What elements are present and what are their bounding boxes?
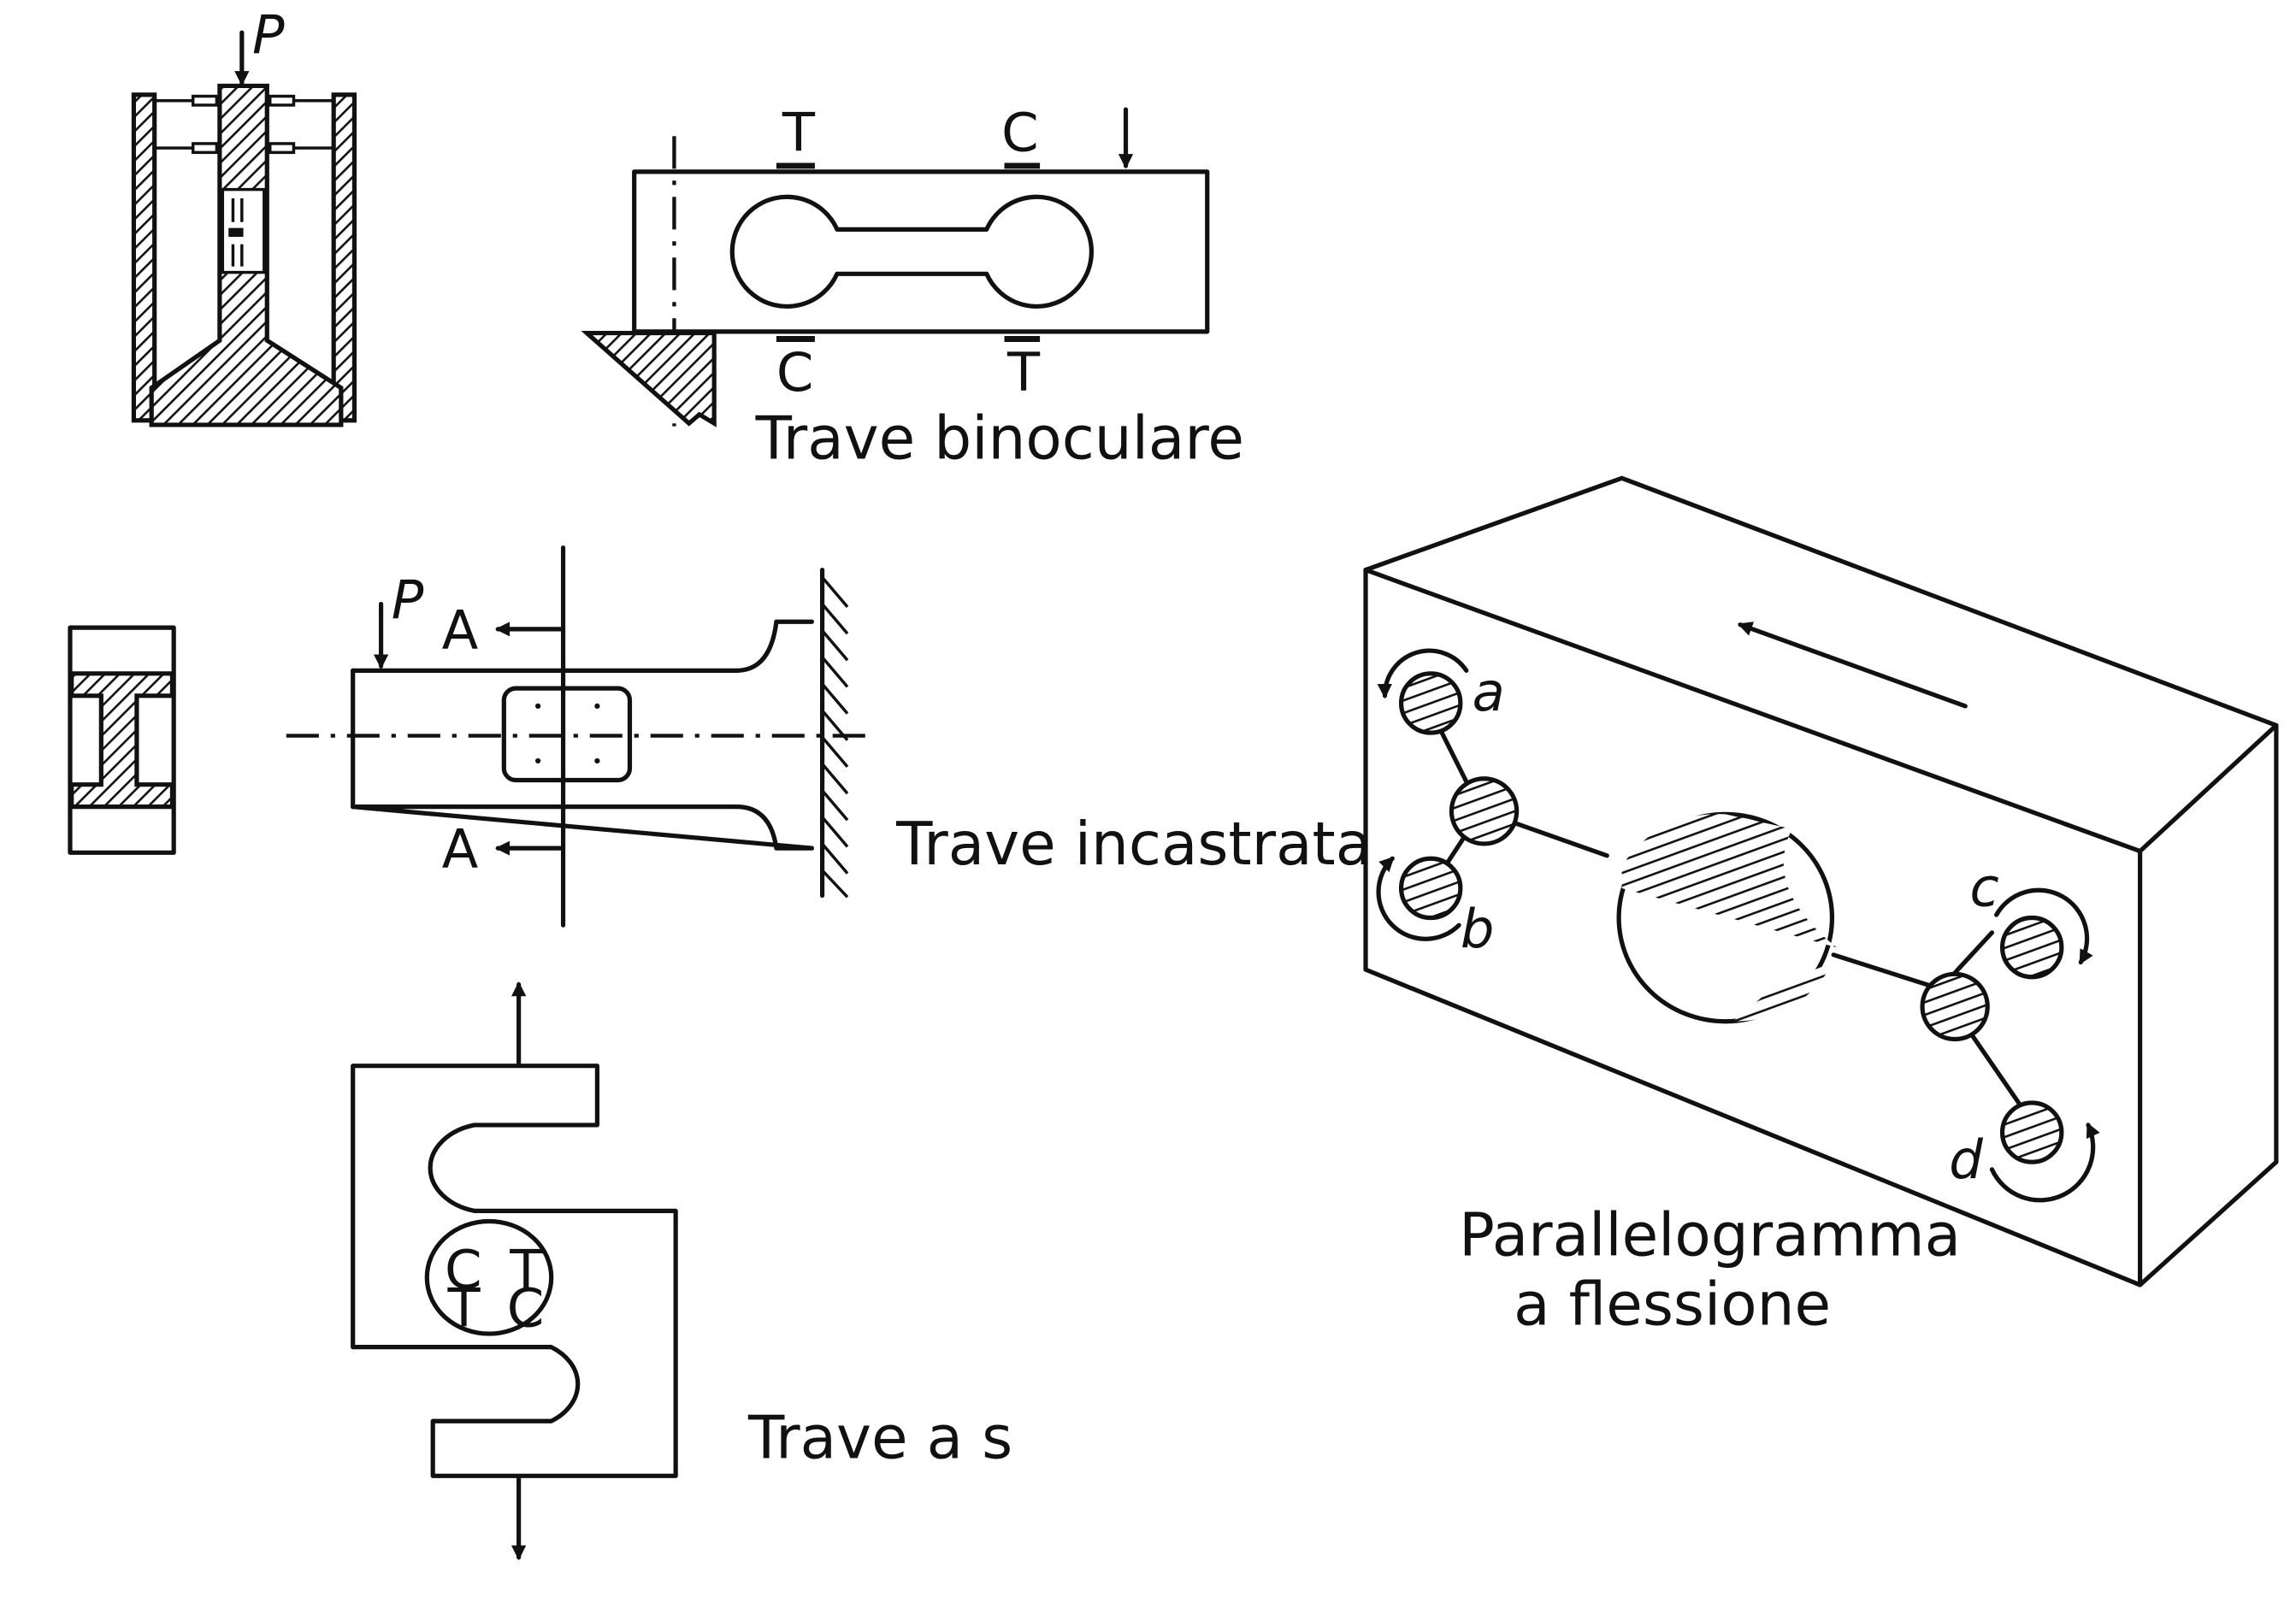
fixed-support (581, 330, 717, 427)
rotation-arrow-icon (1994, 887, 2093, 965)
binocular-beam: T C C T Trave binoculare (581, 102, 1244, 474)
housing-left-wall (131, 92, 157, 423)
rotation-arrow-icon (1989, 1122, 2100, 1203)
gauge-window (424, 1218, 554, 1336)
caption-parallelogram-line1: Parallelogramma (1459, 1201, 1961, 1270)
housing-right-wall (331, 92, 357, 423)
cantilever-beam: A A P Trave incastrata (286, 545, 1372, 928)
beam-body (351, 1064, 678, 1478)
caption-binocular-beam: Trave binoculare (755, 405, 1244, 474)
beam-body (351, 619, 815, 851)
gauge-label: T (509, 1238, 543, 1300)
s-beam: C T T C Trave a s (351, 981, 1012, 1560)
load-label: P (252, 3, 285, 66)
section-label-bottom: A (442, 818, 479, 881)
block-outline (1363, 475, 2279, 1288)
caption-s-beam: Trave a s (747, 1405, 1012, 1473)
gauge-label: C (445, 1238, 482, 1300)
rotation-arrow-icon (1376, 856, 1461, 941)
gauge-node-c (1999, 915, 2064, 980)
gauge-label: T (447, 1276, 481, 1339)
load-label: P (392, 569, 424, 632)
gauge-node-a (1398, 671, 1463, 735)
caption-parallelogram-line2: a flessione (1514, 1271, 1831, 1340)
force-arrow-icon (1737, 622, 1968, 709)
gauge-label-top-right: C (1001, 102, 1039, 164)
caption-cantilever-beam: Trave incastrata (895, 810, 1372, 879)
gauge-label-b: b (1461, 898, 1495, 960)
beam-body (632, 169, 1210, 334)
gauge-label-bottom-right: T (1006, 341, 1041, 404)
gauge-label-c: c (1969, 857, 1998, 919)
gauge-label-a: a (1473, 661, 1505, 723)
section-label-top: A (442, 598, 479, 661)
gauge-node-d (1999, 1100, 2064, 1164)
bending-parallelogram: a b c d Parallelogramma a flessione (1363, 475, 2279, 1340)
gauge-label: C (507, 1276, 545, 1339)
binocular-hole (729, 194, 1094, 309)
gauge-label-d: d (1949, 1129, 1983, 1191)
gauge-label-bottom-left: C (776, 341, 814, 404)
column-load-cell: P (131, 3, 357, 427)
rotation-arrow-icon (1377, 648, 1469, 699)
gauge-node-b (1398, 856, 1463, 921)
gauge-pad (501, 686, 633, 783)
i-beam-section (68, 625, 176, 855)
gauge-label-top-left: T (782, 102, 816, 164)
